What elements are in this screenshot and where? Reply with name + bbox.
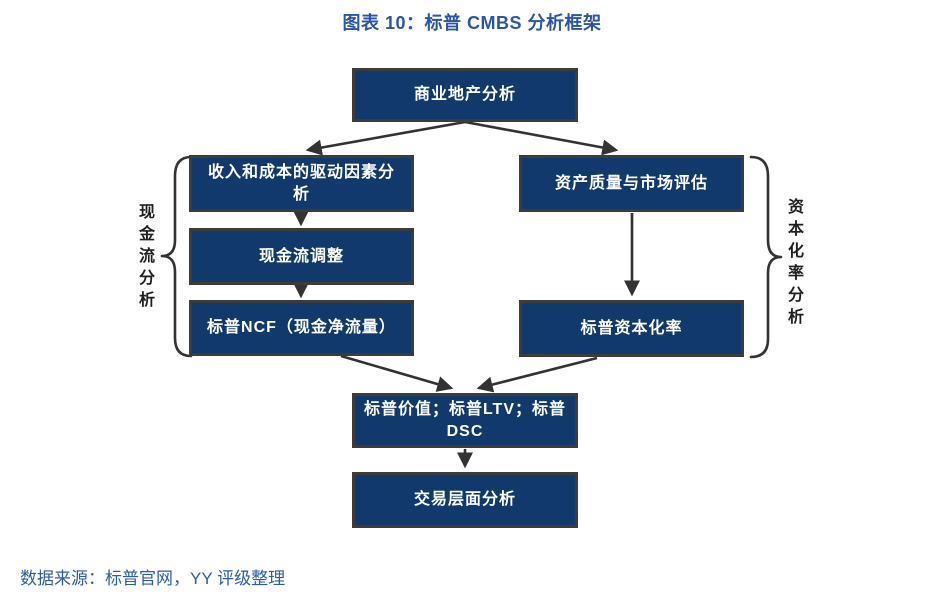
arrow-top-to-left (305, 120, 466, 156)
node-commercial-property-analysis: 商业地产分析 (352, 68, 578, 122)
node-transaction-level-analysis: 交易层面分析 (352, 472, 578, 528)
node-cash-flow-adjustment: 现金流调整 (189, 228, 414, 285)
node-sp-ncf: 标普NCF（现金净流量） (189, 300, 414, 356)
group-label-cap-rate-analysis: 资本化率分析 (785, 198, 802, 330)
node-asset-quality-market-assessment: 资产质量与市场评估 (519, 155, 744, 212)
chart-title: 图表 10：标普 CMBS 分析框架 (342, 13, 602, 33)
right-brace (749, 155, 783, 359)
arrow-left3-to-merge (340, 354, 454, 392)
node-income-cost-drivers: 收入和成本的驱动因素分 析 (189, 155, 414, 212)
group-label-cash-flow-analysis: 现金流分析 (136, 203, 153, 313)
source-note: 数据来源：标普官网，YY 评级整理 (20, 569, 286, 588)
node-sp-value-ltv-dsc: 标普价值；标普LTV；标普 DSC (352, 393, 578, 448)
arrow-top-to-right (464, 120, 619, 156)
node-sp-cap-rate: 标普资本化率 (519, 300, 744, 357)
left-brace (160, 155, 193, 358)
arrow-right2-to-merge (476, 356, 598, 393)
